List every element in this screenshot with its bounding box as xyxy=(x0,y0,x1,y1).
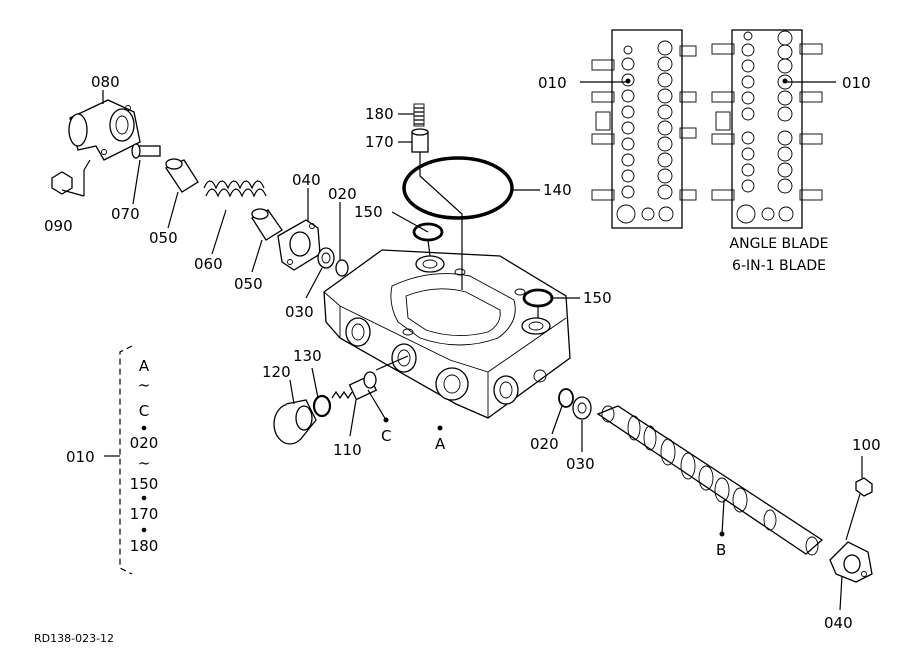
label-180: 180 xyxy=(365,105,394,123)
drawing-code: RD138-023-12 xyxy=(34,632,114,645)
legend-item: ~ xyxy=(138,454,151,472)
legend-bracket xyxy=(104,345,147,575)
label-150-a: 150 xyxy=(354,203,383,221)
label-mark-b: B xyxy=(716,541,726,559)
part-080-housing xyxy=(68,99,141,161)
part-040-plate xyxy=(277,219,321,271)
label-060: 060 xyxy=(194,255,223,273)
label-120: 120 xyxy=(262,363,291,381)
part-spool xyxy=(596,405,824,556)
part-180-spring xyxy=(413,103,425,127)
part-130-oring xyxy=(312,394,332,418)
legend-item: 020 xyxy=(130,434,159,452)
label-030-b: 030 xyxy=(566,455,595,473)
part-090-bolt xyxy=(51,171,85,197)
caption-angle-blade: ANGLE BLADE xyxy=(730,236,829,252)
label-070: 070 xyxy=(111,205,140,223)
label-080: 080 xyxy=(91,73,120,91)
legend-item: 150 xyxy=(130,475,159,493)
label-050-a: 050 xyxy=(149,229,178,247)
label-140: 140 xyxy=(543,181,572,199)
label-050-b: 050 xyxy=(234,275,263,293)
label-040-b: 040 xyxy=(824,614,853,632)
part-060-spring xyxy=(203,180,267,198)
legend-item: 180 xyxy=(130,537,159,555)
part-110-spring xyxy=(331,371,378,401)
part-140-oring-large xyxy=(402,156,514,220)
part-050-spacer-a xyxy=(165,158,199,193)
caption-6in1-blade: 6-IN-1 BLADE xyxy=(732,258,826,274)
label-090: 090 xyxy=(44,217,73,235)
part-170-plug xyxy=(411,128,429,153)
part-030-washer-a xyxy=(317,247,335,269)
label-130: 130 xyxy=(293,347,322,365)
part-050-spacer-b xyxy=(251,208,283,241)
label-110: 110 xyxy=(333,441,362,459)
label-010-group: 010 xyxy=(66,448,95,466)
marker-dot-b xyxy=(719,531,725,537)
part-valve-body xyxy=(323,249,571,419)
part-100-bolt xyxy=(845,477,873,541)
label-040-a: 040 xyxy=(292,171,321,189)
valve-schematic-angle-blade xyxy=(591,29,697,229)
label-010-right: 010 xyxy=(842,74,871,92)
legend-item: A xyxy=(139,357,150,375)
label-030-a: 030 xyxy=(285,303,314,321)
legend-item: 170 xyxy=(130,505,159,523)
label-020-b: 020 xyxy=(530,435,559,453)
legend-list: A ~ C 020 ~ 150 170 180 xyxy=(130,357,159,555)
part-040-plate-b xyxy=(829,541,873,583)
marker-dot-c xyxy=(383,417,389,423)
label-170: 170 xyxy=(365,133,394,151)
part-020-oring-b xyxy=(558,388,574,408)
marker-dot-a xyxy=(437,425,443,431)
part-030-washer-b xyxy=(572,396,592,420)
label-010-left: 010 xyxy=(538,74,567,92)
label-mark-c: C xyxy=(381,427,391,445)
label-100: 100 xyxy=(852,436,881,454)
label-mark-a: A xyxy=(435,435,446,453)
valve-schematic-6in1-blade xyxy=(711,29,823,229)
part-020-oring-a xyxy=(335,259,349,277)
legend-item: C xyxy=(139,402,149,420)
part-070-pin xyxy=(131,143,161,159)
label-150-b: 150 xyxy=(583,289,612,307)
label-020-a: 020 xyxy=(328,185,357,203)
part-120-cap xyxy=(273,399,317,445)
legend-item: ~ xyxy=(138,376,151,394)
